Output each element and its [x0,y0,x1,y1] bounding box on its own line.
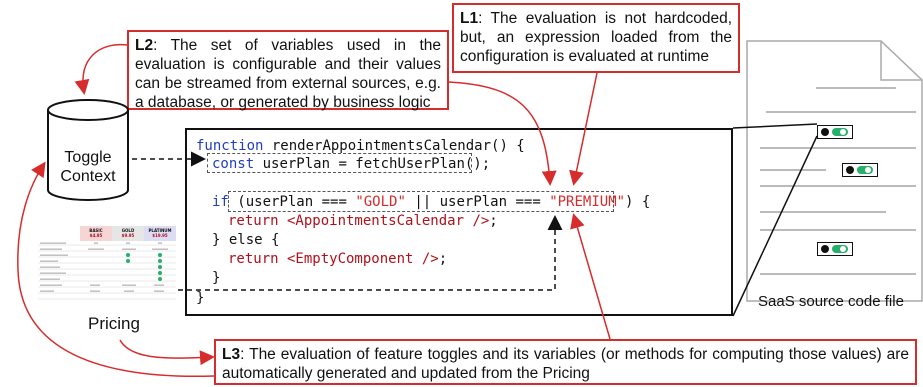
code-line-7: } [212,269,220,287]
code-cond-b: || userPlan === [405,194,550,210]
code-line-2: const userPlan = fetchUserPlan(); [212,155,490,173]
pricing-plan-gold: GOLD $9.95 [112,226,144,241]
code-const-rest: userPlan = fetchUserPlan(); [254,156,491,172]
code-close-inner: } [212,270,221,286]
code-brace-open: { [633,194,651,210]
condition-highlight-box [228,191,614,212]
arrow-l2-to-context [74,43,128,95]
code-fn-keyword: function [196,138,264,154]
zoom-line-bottom [732,135,818,317]
code-line-4: return <AppointmentsCalendar />; [228,212,498,230]
pricing-plan-platinum: PLATINUM $19.95 [144,226,176,241]
callout-l1-label: L1 [460,10,479,27]
toggle-context-line1: Toggle [64,149,112,166]
code-fn-name: renderAppointmentsCalendar() { [263,138,525,154]
toggle-context-cylinder [47,99,129,201]
callout-l3-text: : The evaluation of feature toggles and … [222,346,909,382]
code-return1-semi: ; [489,213,498,229]
code-cond-a: (userPlan === [237,194,356,210]
code-return2-tag: <EmptyComponent /> [278,251,439,267]
zoom-line-top [732,123,818,129]
code-line-8: } [196,289,204,307]
arrow-l2-to-condition [448,81,557,186]
callout-l1-text: : The evaluation is not hardcoded, but, … [460,10,732,65]
pricing-plan-basic: BASIC $4.95 [80,226,112,241]
pricing-label: Pricing [88,314,140,333]
code-close-outer: } [196,290,205,306]
pricing-table: BASIC $4.95 GOLD $9.95 PLATINUM $19.95 [38,226,178,303]
code-line-5: } else { [212,231,279,249]
saas-file-page [746,40,923,302]
code-return1-keyword: return [228,213,279,229]
code-premium-string: "PREMIUM" [549,194,626,210]
callout-l2: L2: The set of variables used in the eva… [127,30,449,111]
code-line-6: return <EmptyComponent />; [228,250,447,268]
toggle-context-label: Toggle Context [46,148,130,186]
arrow-pricing-to-l3 [119,339,215,366]
code-return1-tag: <AppointmentsCalendar /> [278,213,490,229]
code-const-keyword: const [212,156,255,172]
pricing-rows [38,242,176,300]
callout-l1: L1: The evaluation is not hardcoded, but… [452,3,740,73]
callout-l2-text: : The set of variables used in the evalu… [135,37,441,111]
code-return2-keyword: return [228,251,279,267]
toggle-switch-icon [817,242,853,256]
const-highlight-box [207,153,472,173]
code-if-keyword: if [212,194,229,210]
toggle-switch-icon [842,163,878,177]
arrow-l3-to-condition [570,213,611,340]
code-line-1: function renderAppointmentsCalendar() { [196,137,525,155]
code-return2-semi: ; [438,251,448,267]
arrow-l1-to-condition [569,72,598,186]
callout-l2-label: L2 [135,37,154,54]
saas-file-label: SaaS source code file [758,293,904,310]
code-else-line: } else { [212,232,280,248]
toggle-context-line2: Context [60,168,116,185]
arrow-l3-to-context [17,161,215,378]
code-cond-c: ) [625,194,634,210]
toggle-switch-icon [817,125,853,139]
callout-l3-label: L3 [222,346,241,363]
code-line-3: if (userPlan === "GOLD" || userPlan === … [212,193,650,211]
code-block: function renderAppointmentsCalendar() { … [185,128,733,316]
callout-l3: L3: The evaluation of feature toggles an… [214,339,917,385]
dashed-arrow-pricing-to-condition [178,215,563,291]
code-gold-string: "GOLD" [355,194,406,210]
